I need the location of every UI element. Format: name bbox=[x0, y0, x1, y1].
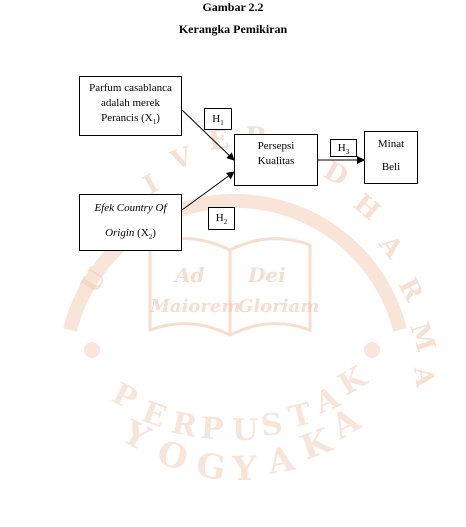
svg-text:Gloriam: Gloriam bbox=[238, 296, 319, 317]
arrow-x2-to-persepsi bbox=[181, 171, 235, 211]
hypothesis-h2: H2 bbox=[208, 207, 235, 230]
node-x1-line2: adalah merek bbox=[101, 97, 160, 109]
arrow-x1-to-persepsi bbox=[181, 109, 235, 161]
svg-text:Y: Y bbox=[231, 449, 257, 489]
svg-text:A: A bbox=[407, 364, 440, 390]
node-persepsi-line1: Persepsi bbox=[257, 140, 295, 152]
hypothesis-h1: H1 bbox=[204, 108, 232, 130]
svg-text:Dei: Dei bbox=[247, 263, 286, 287]
node-x1-line3: Perancis (X1) bbox=[101, 112, 160, 127]
svg-text:G: G bbox=[194, 445, 228, 489]
svg-text:Maiorem: Maiorem bbox=[149, 296, 240, 317]
node-persepsi-line2: Kualitas bbox=[257, 155, 295, 167]
figure-number: Gambar 2.2 bbox=[202, 0, 264, 14]
node-minat-line2: Beli bbox=[381, 161, 401, 173]
node-x2: Efek Country Of Origin (X2) bbox=[79, 194, 182, 251]
hypothesis-h3: H3 bbox=[330, 139, 357, 157]
node-minat-beli: Minat Beli bbox=[364, 131, 418, 184]
node-x2-line2: Origin (X2) bbox=[105, 227, 156, 242]
node-x1-line1: Parfum casablanca bbox=[89, 82, 172, 94]
svg-text:U: U bbox=[232, 413, 258, 448]
node-minat-line1: Minat bbox=[377, 138, 405, 150]
svg-text:E: E bbox=[207, 124, 231, 156]
watermark-motto-1: Ad bbox=[173, 263, 205, 287]
svg-text:S: S bbox=[259, 407, 284, 444]
node-x2-line1: Efek Country Of bbox=[94, 202, 167, 214]
figure-title: Kerangka Pemikiran bbox=[178, 22, 288, 36]
node-x1: Parfum casablanca adalah merek Perancis … bbox=[79, 76, 182, 136]
node-persepsi-kualitas: Persepsi Kualitas bbox=[234, 134, 318, 186]
svg-text:P: P bbox=[199, 411, 224, 447]
